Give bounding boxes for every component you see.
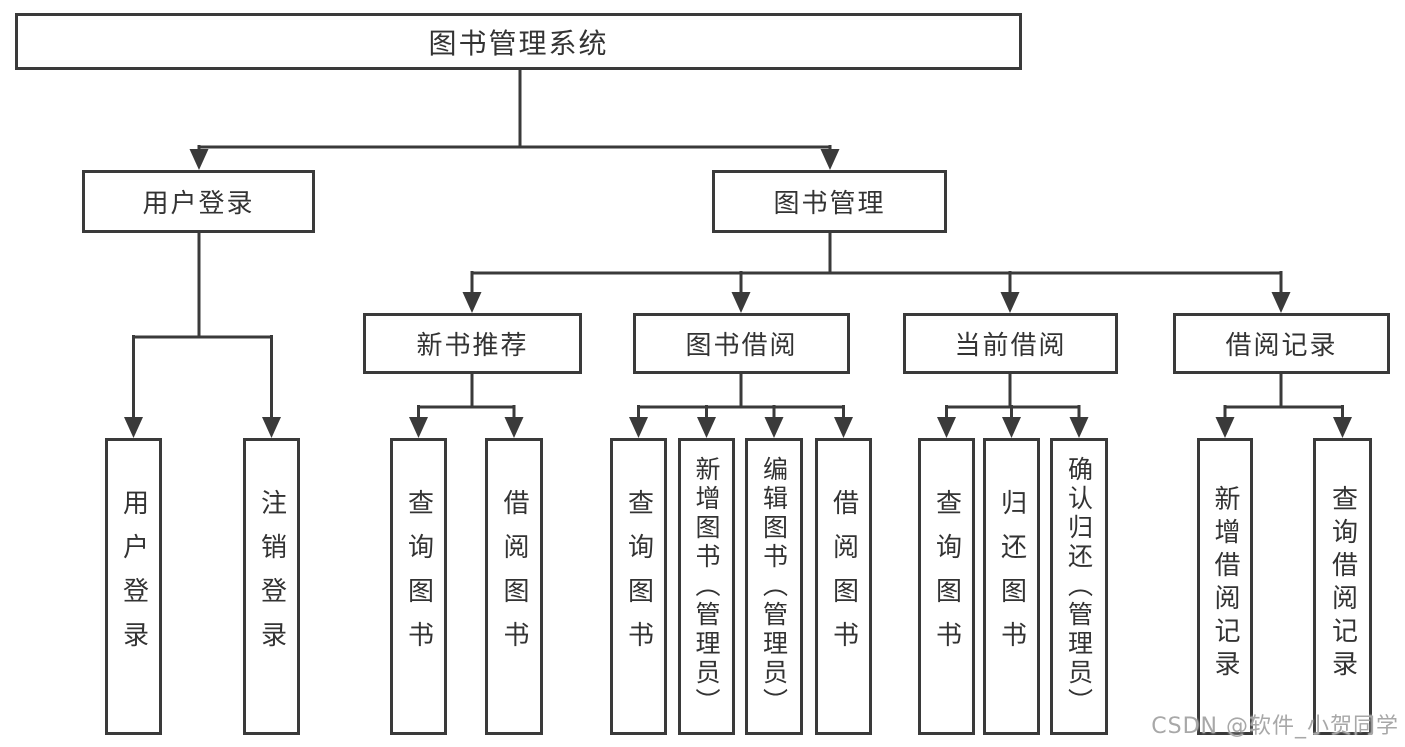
csdn-watermark: CSDN @软件_小贺同学 [1151,714,1399,739]
leaf-query-books-current: 查询图书 [918,438,975,735]
leaf-query-borrow-record: 查询借阅记录 [1313,438,1372,735]
leaf-logout: 注销登录 [243,438,300,735]
node-library-management-system: 图书管理系统 [15,13,1022,70]
leaf-query-books-recommend: 查询图书 [390,438,447,735]
node-current-borrow: 当前借阅 [903,313,1118,374]
leaf-return-books: 归还图书 [983,438,1040,735]
leaf-borrow-books: 借阅图书 [815,438,872,735]
node-new-book-recommend: 新书推荐 [363,313,582,374]
node-book-management: 图书管理 [712,170,947,233]
node-borrow-records: 借阅记录 [1173,313,1390,374]
leaf-query-books-borrow: 查询图书 [610,438,667,735]
leaf-borrow-books-recommend: 借阅图书 [485,438,543,735]
leaf-edit-books-admin: 编辑图书（管理员） [745,438,803,735]
leaf-user-login: 用户登录 [105,438,162,735]
node-book-borrow: 图书借阅 [633,313,850,374]
leaf-add-borrow-record: 新增借阅记录 [1197,438,1253,735]
leaf-confirm-return-admin: 确认归还（管理员） [1050,438,1108,735]
leaf-add-books-admin: 新增图书（管理员） [678,438,735,735]
node-user-login: 用户登录 [82,170,315,233]
